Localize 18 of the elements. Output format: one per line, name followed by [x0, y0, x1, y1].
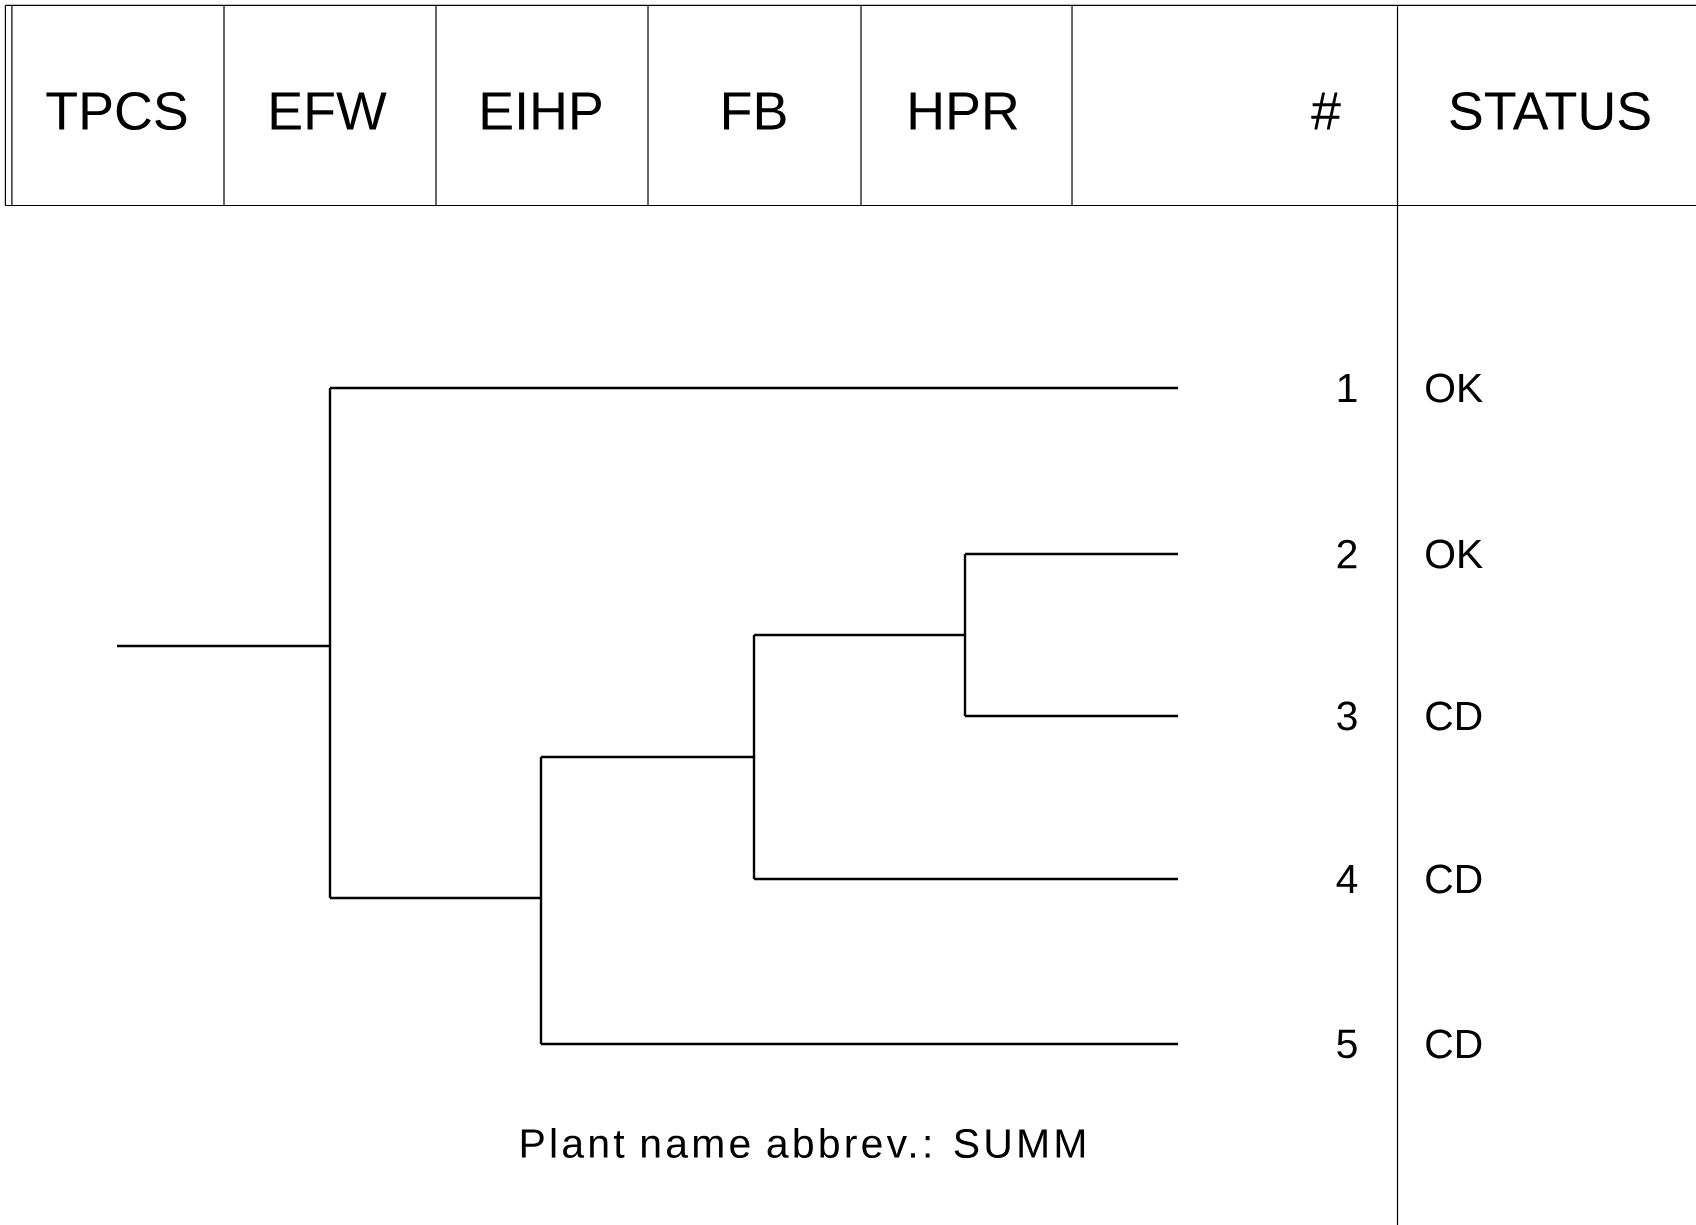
column-header: EFW	[271, 92, 387, 130]
sequence-number: 3	[1337, 701, 1357, 731]
status-text: OK	[1426, 373, 1483, 403]
sequence-number: 4	[1336, 864, 1358, 894]
sequence-number: 1	[1338, 373, 1357, 403]
column-header: #	[1311, 92, 1341, 130]
status-text: CD	[1426, 1029, 1482, 1059]
column-header: EIHP	[482, 92, 601, 130]
status-text: CD	[1426, 701, 1482, 731]
sequence-number: 2	[1337, 539, 1357, 569]
plant-name-note: Plant name abbrev.: SUMM	[521, 1128, 1085, 1158]
column-header: TPCS	[46, 91, 187, 131]
column-header: STATUS	[1450, 91, 1650, 131]
status-text: CD	[1426, 864, 1482, 894]
column-header: HPR	[910, 92, 1018, 130]
status-text: OK	[1426, 539, 1483, 569]
sequence-number: 5	[1337, 1029, 1357, 1059]
column-header: FB	[724, 92, 786, 130]
